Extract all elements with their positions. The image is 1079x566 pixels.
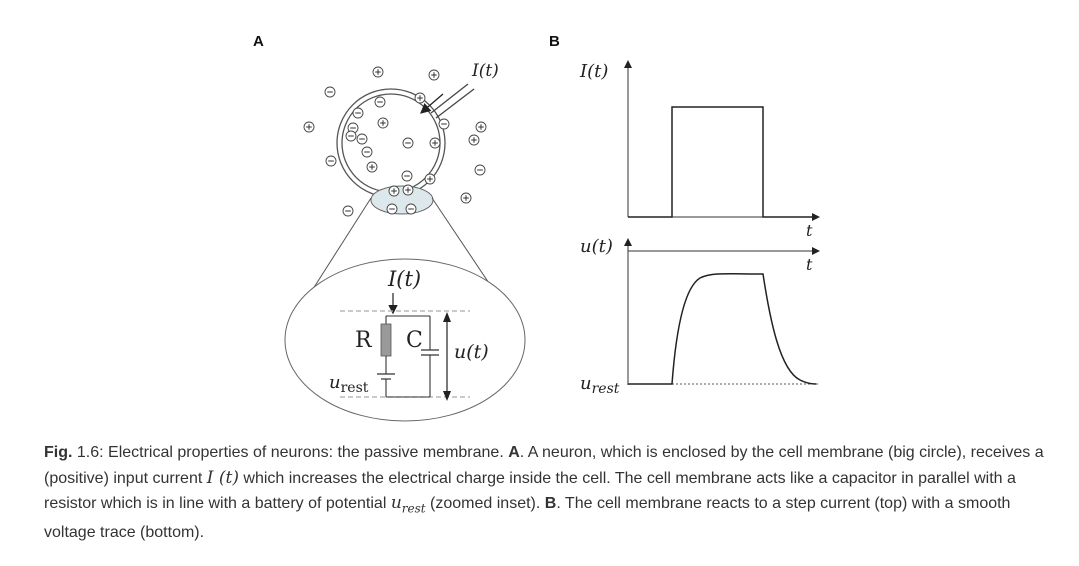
inset-rest-label: urest (329, 372, 369, 396)
current-x-label: t (806, 221, 813, 240)
resistor (380, 323, 392, 357)
positive-ion-icon (366, 161, 378, 173)
positive-ion-icon (402, 184, 414, 196)
caption-fig-prefix: Fig. (44, 444, 73, 461)
inset-current-label: I(t) (387, 267, 421, 291)
caption-label-a: A (508, 444, 520, 461)
caption-text-3: which increases the electrical charge in… (44, 469, 1016, 513)
positive-ion-icon (377, 117, 389, 129)
voltage-plot: u(t) t urest (580, 236, 820, 397)
caption-text-4: (zoomed inset). (425, 495, 545, 512)
negative-ion-icon (325, 155, 337, 167)
negative-ion-icon (405, 203, 417, 215)
negative-ion-icon (474, 164, 486, 176)
electrode-current-label: I(t) (471, 61, 499, 81)
negative-ion-icon (402, 137, 414, 149)
positive-ion-icon (475, 121, 487, 133)
resistor-label: R (355, 328, 373, 353)
capacitor-label: C (406, 328, 423, 353)
positive-ion-icon (424, 173, 436, 185)
voltage-x-label: t (806, 255, 813, 274)
caption-math-current: I (t) (206, 467, 239, 488)
ions (303, 66, 487, 217)
circuit-inset: I(t) R C u(t) urest (284, 258, 526, 422)
current-arrow (420, 93, 444, 114)
negative-ion-icon (324, 86, 336, 98)
inset-voltage-label: u(t) (454, 341, 489, 363)
positive-ion-icon (414, 92, 426, 104)
membrane-patch (370, 185, 434, 215)
positive-ion-icon (372, 66, 384, 78)
caption-text-1: Electrical properties of neurons: the pa… (108, 444, 509, 461)
current-step-trace (628, 106, 812, 218)
positive-ion-icon (468, 134, 480, 146)
caption-text-2: . A neuron, which is enclosed by the cel… (44, 444, 1044, 487)
caption-label-b: B (544, 495, 557, 512)
voltage-y-label: u(t) (580, 236, 613, 257)
panel-a-label: A (253, 33, 264, 50)
panel-b-label: B (549, 33, 560, 50)
current-plot: I(t) t (579, 60, 820, 240)
positive-ion-icon (460, 192, 472, 204)
caption-text-5: . The cell membrane reacts to a step cur… (44, 495, 1011, 541)
negative-ion-icon (352, 107, 364, 119)
positive-ion-icon (388, 185, 400, 197)
voltage-trace (628, 272, 817, 385)
negative-ion-icon (345, 130, 357, 142)
negative-ion-icon (356, 133, 368, 145)
positive-ion-icon (429, 137, 441, 149)
voltage-rest-label: urest (580, 373, 620, 397)
negative-ion-icon (342, 205, 354, 217)
electrode (420, 83, 475, 119)
caption-math-rest: urest (390, 493, 426, 516)
negative-ion-icon (438, 118, 450, 130)
positive-ion-icon (428, 69, 440, 81)
negative-ion-icon (374, 96, 386, 108)
current-y-label: I(t) (579, 61, 608, 82)
figure-caption: Fig. 1.6: Electrical properties of neuro… (44, 441, 1044, 545)
positive-ion-icon (303, 121, 315, 133)
caption-fig-number: 1.6: (72, 444, 109, 461)
negative-ion-icon (386, 203, 398, 215)
negative-ion-icon (401, 170, 413, 182)
inset-ellipse (284, 258, 526, 422)
negative-ion-icon (361, 146, 373, 158)
